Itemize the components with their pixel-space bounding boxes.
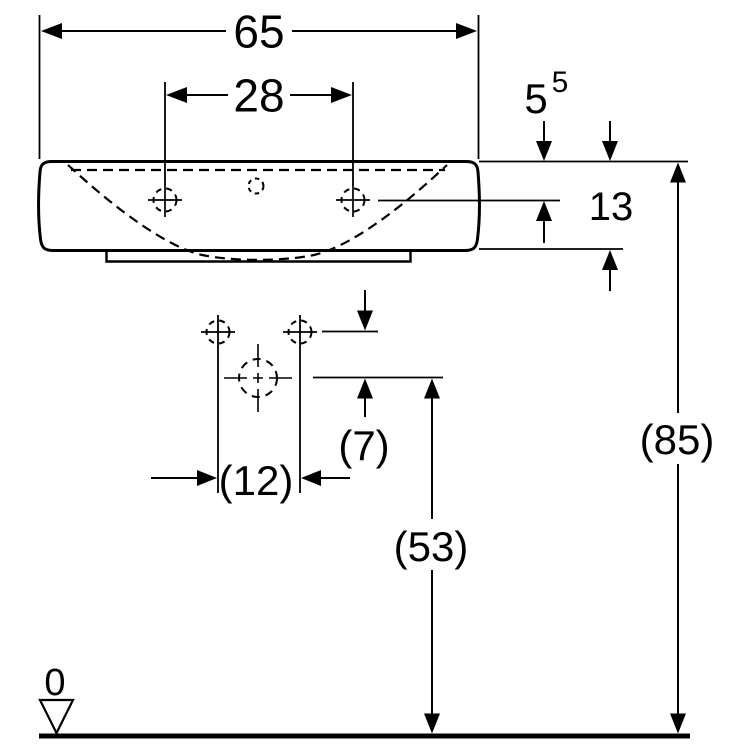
dim-label-28: 28 bbox=[233, 70, 284, 122]
tap-fixing-hole-right bbox=[336, 184, 370, 217]
basin-outline bbox=[37, 160, 481, 252]
dim-label-12: (12) bbox=[219, 457, 294, 504]
dim-label-85: (85) bbox=[640, 416, 715, 463]
dim-label-5: 5 bbox=[524, 75, 547, 122]
dim-label-7: (7) bbox=[338, 422, 389, 469]
arrowhead-up bbox=[357, 378, 373, 399]
reference-lines bbox=[378, 160, 688, 250]
arrowhead-up bbox=[670, 162, 686, 183]
arrowhead-left-pointing bbox=[301, 470, 321, 486]
dimension-overall-width: 65 bbox=[38, 6, 480, 159]
arrowhead-up bbox=[602, 250, 618, 270]
arrowhead-left bbox=[41, 23, 62, 39]
dimension-tap-hole-spacing: 28 bbox=[164, 70, 354, 185]
datum-zero-label: 0 bbox=[44, 662, 65, 704]
arrowhead-down bbox=[424, 713, 440, 734]
arrowhead-down bbox=[670, 713, 686, 734]
dimension-rim-to-holes: 5 5 bbox=[524, 66, 568, 243]
dimension-ceramic-height: 13 bbox=[589, 121, 634, 291]
overflow-hole bbox=[247, 177, 265, 195]
arrowhead-down bbox=[602, 141, 618, 161]
dim-label-53: (53) bbox=[394, 523, 469, 570]
basin-base-ledge bbox=[105, 250, 412, 263]
arrowhead-right bbox=[456, 23, 477, 39]
datum-zero: 0 bbox=[38, 662, 75, 736]
washbasin-front-view bbox=[37, 160, 481, 263]
arrowhead-down bbox=[357, 310, 373, 331]
dim-label-65: 65 bbox=[233, 6, 284, 58]
pedestal-fixing-hole-left bbox=[201, 315, 235, 493]
dim-label-13: 13 bbox=[589, 185, 634, 229]
tap-fixing-hole-left bbox=[148, 184, 182, 217]
arrowhead-left bbox=[166, 87, 187, 103]
arrowhead-right bbox=[331, 87, 352, 103]
arrowhead-up bbox=[536, 201, 552, 221]
hole-circle-dashed bbox=[287, 319, 313, 345]
datum-triangle-icon bbox=[38, 698, 75, 736]
arrowhead-up bbox=[424, 378, 440, 399]
dim-label-5-superscript: 5 bbox=[552, 66, 569, 99]
arrowhead-down bbox=[536, 141, 552, 161]
dimension-trap-height: (53) bbox=[394, 378, 469, 734]
arrowhead-right-pointing bbox=[197, 470, 217, 486]
dimension-rim-height: (85) bbox=[640, 162, 715, 734]
hole-circle-dashed bbox=[205, 319, 231, 345]
dimension-lower-hole-spacing: (12) bbox=[151, 457, 350, 504]
pedestal-fixing-hole-right bbox=[283, 315, 317, 493]
dimension-holes-to-drain: (7) bbox=[313, 290, 443, 469]
drain-outlet bbox=[224, 344, 292, 412]
